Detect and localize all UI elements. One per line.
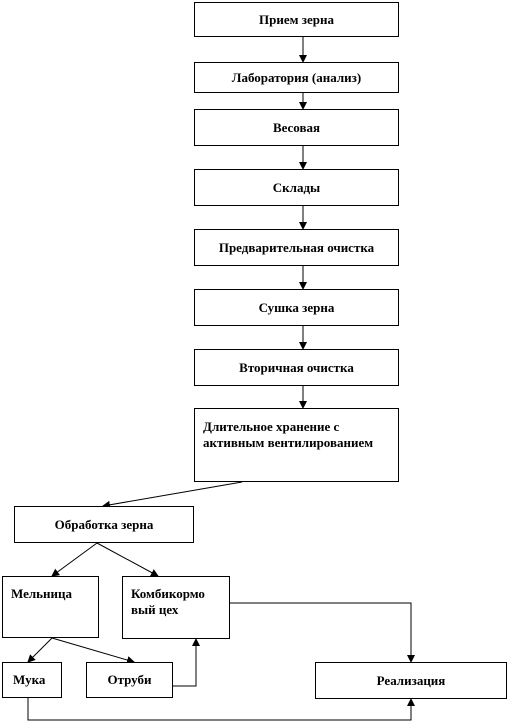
node-vesovaya: Весовая: [194, 109, 399, 146]
arrow-obrabotka-to-kombikorm: [96, 542, 159, 577]
node-predvaritelnaya-ochistka: Предварительная очистка: [194, 229, 399, 266]
node-sklady: Склады: [194, 169, 399, 206]
node-priem-zerna: Прием зерна: [194, 2, 399, 37]
arrow-muka-to-realizaciya: [27, 698, 415, 721]
node-laboratoriya: Лаборатория (анализ): [194, 62, 399, 93]
arrow-otrubi-to-kombikorm: [173, 638, 200, 687]
node-dlitelnoe-hranenie: Длительное хранение с активным вентилиро…: [194, 408, 399, 482]
node-vtorichnaya-ochistka: Вторичная очистка: [194, 349, 399, 386]
node-kombikormovyi-ceh: Комбикормо вый цех: [122, 576, 230, 639]
arrow-obrabotka-to-melnica: [51, 542, 98, 577]
arrow-kombikorm-to-realizaciya: [230, 602, 415, 663]
node-melnica: Мельница: [2, 576, 99, 638]
node-realizaciya: Реализация: [315, 662, 507, 699]
arrow-melnica-to-muka: [27, 637, 53, 663]
arrow-melnica-to-otrubi: [51, 637, 135, 664]
node-obrabotka-zerna: Обработка зерна: [14, 506, 194, 543]
node-muka: Мука: [2, 662, 62, 698]
arrow-hranenie-to-obrabotka: [102, 481, 243, 509]
node-sushka-zerna: Сушка зерна: [194, 289, 399, 326]
node-otrubi: Отруби: [86, 662, 173, 698]
